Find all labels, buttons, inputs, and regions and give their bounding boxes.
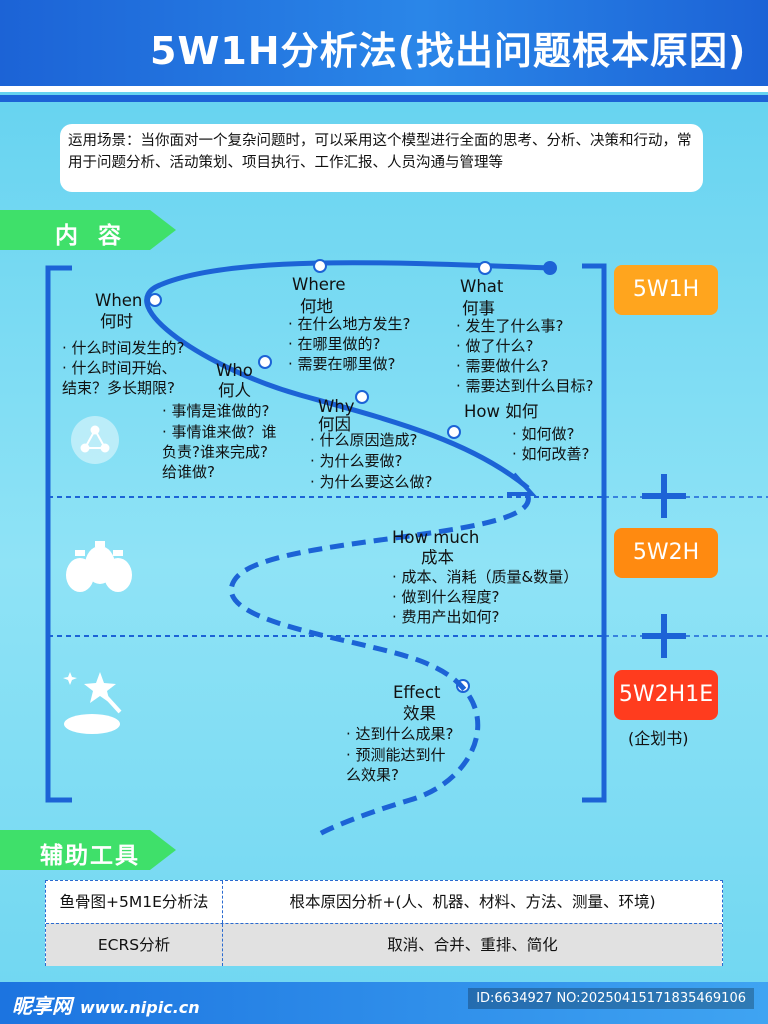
left-bracket <box>45 265 72 803</box>
who-label-cn: 何人 <box>218 381 251 400</box>
who-point: 负责?谁来完成? <box>162 443 268 461</box>
tool-name: 鱼骨图+5M1E分析法 <box>46 881 223 923</box>
when-point: · 什么时间开始、 <box>62 359 177 377</box>
where-label-cn: 何地 <box>300 297 333 316</box>
brand-url[interactable]: www.nipic.cn <box>80 998 200 1017</box>
section-ribbon-tools: 辅助工具 <box>0 830 176 870</box>
tools-table: 鱼骨图+5M1E分析法 根本原因分析+(人、机器、材料、方法、测量、环境) EC… <box>45 880 723 966</box>
howmuch-label-en: How much <box>392 528 480 547</box>
image-id-badge: ID:6634927 NO:20250415171835469106 <box>468 988 754 1009</box>
badge-5w2h1e: 5W2H1E <box>614 670 718 720</box>
howmuch-point: · 成本、消耗（质量&数量） <box>392 568 579 586</box>
flow-curve-solid <box>144 260 551 490</box>
brand-logo: 昵享网 www.nipic.cn <box>12 990 200 1019</box>
where-label-en: Where <box>292 275 346 294</box>
when-point: 结束？多长期限? <box>62 379 175 397</box>
why-point: · 为什么要这么做? <box>310 473 433 491</box>
why-label-cn: 何因 <box>318 415 351 434</box>
header-banner: 5W1H分析法(找出问题根本原因) <box>0 0 768 86</box>
scenario-box: 运用场景：当你面对一个复杂问题时，可以采用这个模型进行全面的思考、分析、决策和行… <box>60 124 703 192</box>
flow-curve-dashed <box>229 495 531 838</box>
who-point: 给谁做? <box>162 463 215 481</box>
badge-note: (企划书) <box>628 729 689 748</box>
how-point: · 如何改善? <box>512 445 590 463</box>
footer-bar: 昵享网 www.nipic.cn ID:6634927 NO:2025041517… <box>0 982 768 1024</box>
howmuch-label-cn: 成本 <box>421 548 454 567</box>
flow-nodes <box>148 259 492 693</box>
section-ribbon-content: 内 容 <box>0 210 176 250</box>
effect-point: · 预测能达到什 <box>346 746 446 764</box>
when-point: · 什么时间发生的? <box>62 339 185 357</box>
howmuch-point: · 做到什么程度? <box>392 588 500 606</box>
what-point: · 发生了什么事? <box>456 317 564 335</box>
what-label-en: What <box>460 277 504 296</box>
how-label: How 如何 <box>464 402 539 421</box>
network-icon <box>71 416 119 464</box>
flow-arrow-head <box>507 472 537 496</box>
why-point: · 什么原因造成? <box>310 431 418 449</box>
why-label-en: Why <box>318 397 355 416</box>
effect-point: · 达到什么成果? <box>346 725 454 743</box>
how-point: · 如何做? <box>512 425 575 443</box>
what-point: · 做了什么? <box>456 337 534 355</box>
what-point: · 需要做什么? <box>456 357 549 375</box>
flow-start-dot <box>543 261 557 275</box>
badge-5w1h: 5W1H <box>614 265 718 315</box>
page-title: 5W1H分析法(找出问题根本原因) <box>150 29 747 73</box>
effect-label-en: Effect <box>393 683 441 702</box>
header-stripe-blue <box>0 95 768 102</box>
where-point: · 在哪里做的? <box>288 335 381 353</box>
right-bracket <box>582 263 607 803</box>
tool-desc: 取消、合并、重排、简化 <box>387 936 558 954</box>
who-point: · 事情是谁做的? <box>162 402 270 420</box>
who-point: · 事情谁来做？谁 <box>162 423 277 441</box>
tool-name: ECRS分析 <box>46 924 223 966</box>
where-point: · 需要在哪里做? <box>288 355 396 373</box>
why-point: · 为什么要做? <box>310 452 403 470</box>
money-bags-icon <box>66 541 132 592</box>
when-label-cn: 何时 <box>100 312 133 331</box>
effect-point: 么效果? <box>346 766 399 784</box>
what-label-cn: 何事 <box>462 299 495 318</box>
who-label-en: Who <box>216 361 253 380</box>
tool-desc: 根本原因分析+(人、机器、材料、方法、测量、环境) <box>289 893 656 911</box>
header-stripe-white <box>0 86 768 92</box>
table-row: 鱼骨图+5M1E分析法 根本原因分析+(人、机器、材料、方法、测量、环境) <box>46 881 722 923</box>
plus-icon <box>642 474 686 518</box>
badge-5w2h: 5W2H <box>614 528 718 578</box>
table-row: ECRS分析 取消、合并、重排、简化 <box>46 923 722 966</box>
when-label-en: When <box>95 291 143 310</box>
brand-name: 昵享网 <box>12 994 72 1018</box>
howmuch-point: · 费用产出如何? <box>392 608 500 626</box>
magic-wand-icon <box>63 672 122 734</box>
what-point: · 需要达到什么目标? <box>456 377 594 395</box>
where-point: · 在什么地方发生? <box>288 315 411 333</box>
effect-label-cn: 效果 <box>403 704 436 723</box>
plus-icon <box>642 614 686 658</box>
